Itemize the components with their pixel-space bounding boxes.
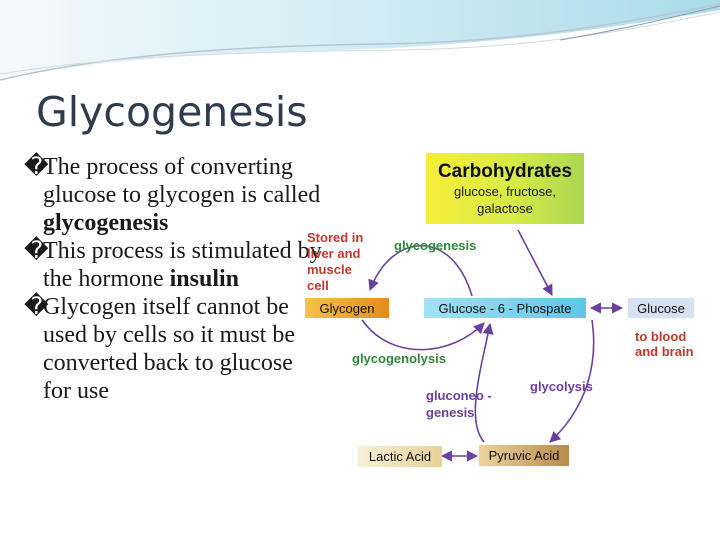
lactic-acid-label: Lactic Acid — [369, 449, 431, 464]
arrow-carbohydrates-to-glucose6p — [518, 230, 552, 295]
pyruvic-acid-label: Pyruvic Acid — [489, 448, 560, 463]
glucose-6-phosphate-box: Glucose - 6 - Phospate — [424, 298, 586, 318]
label-line: liver and — [307, 246, 363, 262]
label-line: gluconeo - — [426, 387, 492, 404]
glycogen-metabolism-diagram: Carbohydrates glucose, fructose, galacto… — [302, 150, 700, 475]
glucose-box: Glucose — [628, 298, 694, 318]
label-line: Stored in — [307, 230, 363, 246]
glycogenesis-label: glycogenesis — [394, 238, 476, 254]
label-line: and brain — [635, 344, 694, 359]
slide-title: Glycogenesis — [36, 88, 308, 136]
bullet-item: �This process is stimulated by the hormo… — [24, 237, 324, 293]
carbohydrates-subtitle: glucose, fructose, — [454, 183, 556, 201]
bullet-bold-term: insulin — [170, 266, 239, 292]
slide-header-decoration — [0, 0, 720, 90]
arrow-gluconeogenesis — [475, 324, 490, 442]
gluconeogenesis-label: gluconeo - genesis — [426, 387, 492, 421]
glycolysis-label: glycolysis — [530, 379, 593, 395]
bullet-symbol: � — [24, 237, 49, 265]
carbohydrates-box: Carbohydrates glucose, fructose, galacto… — [426, 153, 584, 224]
carbohydrates-title: Carbohydrates — [438, 160, 572, 183]
glucose-label: Glucose — [637, 301, 685, 316]
carbohydrates-subtitle: galactose — [477, 201, 533, 217]
glycogenolysis-label: glycogenolysis — [352, 351, 446, 367]
bullet-text: Glycogen itself cannot be used by cells … — [43, 294, 295, 404]
glucose-6-phosphate-label: Glucose - 6 - Phospate — [439, 301, 572, 316]
label-line: to blood — [635, 329, 694, 344]
glycogen-box: Glycogen — [305, 298, 389, 318]
pyruvic-acid-box: Pyruvic Acid — [479, 445, 569, 466]
label-line: muscle — [307, 262, 363, 278]
bullet-list: �The process of converting glucose to gl… — [24, 153, 324, 405]
lactic-acid-box: Lactic Acid — [358, 446, 442, 467]
glycogen-label: Glycogen — [320, 301, 375, 316]
label-line: cell — [307, 278, 363, 294]
bullet-bold-term: glycogenesis — [43, 210, 168, 236]
bullet-item: �Glycogen itself cannot be used by cells… — [24, 293, 324, 405]
to-blood-and-brain-label: to blood and brain — [635, 329, 694, 359]
bullet-text: The process of converting glucose to gly… — [43, 154, 320, 208]
bullet-symbol: � — [24, 153, 49, 181]
arrow-glycogen-to-glucose6p — [362, 320, 484, 350]
stored-in-label: Stored in liver and muscle cell — [307, 230, 363, 294]
label-line: genesis — [426, 404, 492, 421]
bullet-item: �The process of converting glucose to gl… — [24, 153, 324, 237]
bullet-symbol: � — [24, 293, 49, 321]
